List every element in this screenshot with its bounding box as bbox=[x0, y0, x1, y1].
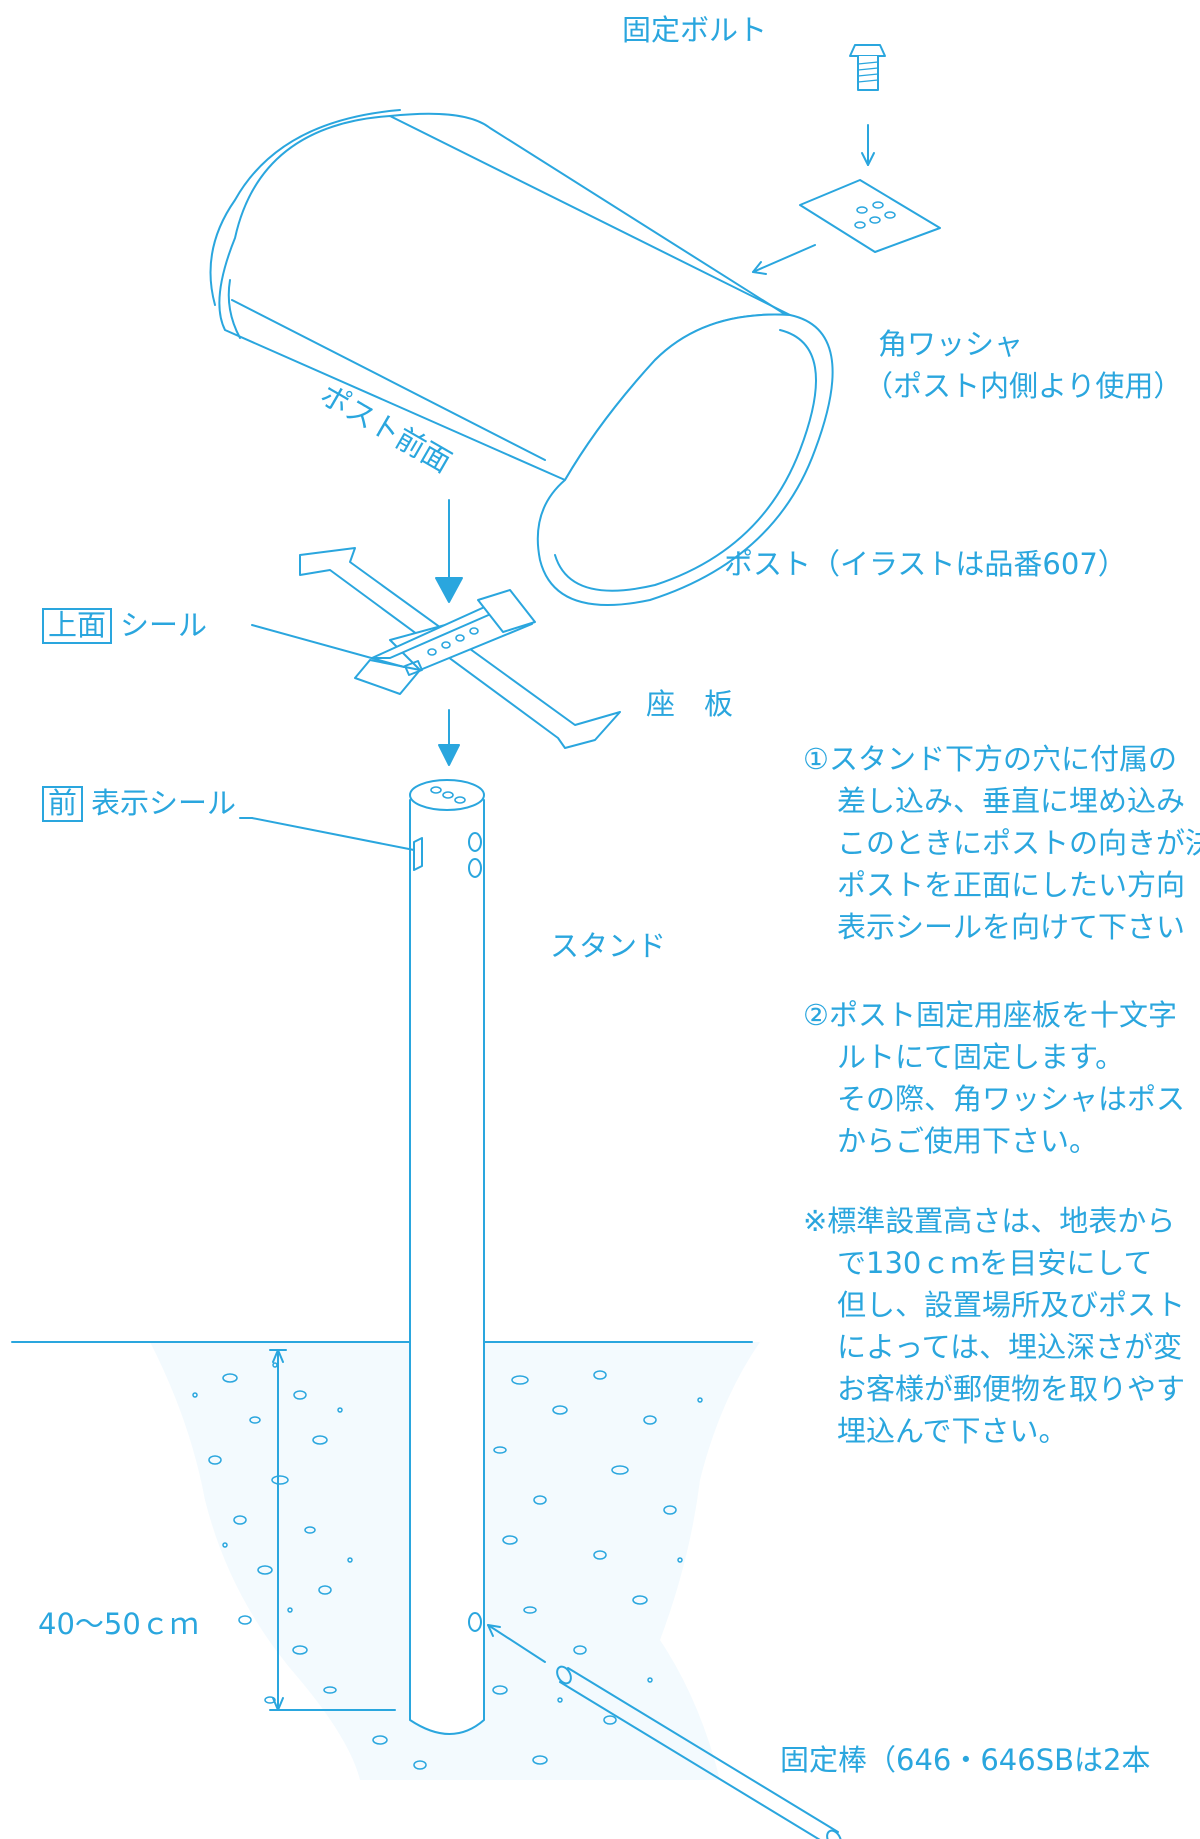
depth-label: 40〜50ｃｍ bbox=[38, 1607, 199, 1641]
note-line: ※標準設置高さは、地表から bbox=[803, 1204, 1176, 1238]
indicator-seal-text: 表示シール bbox=[91, 786, 237, 820]
post-caption: ポスト（イラストは品番607） bbox=[724, 547, 1127, 581]
rod-arrow bbox=[487, 1624, 546, 1663]
step2-line: からご使用下さい。 bbox=[837, 1124, 1099, 1158]
note-line: によっては、埋込深さが変 bbox=[837, 1330, 1183, 1364]
front-indicator-label: 前表示シール bbox=[42, 786, 236, 822]
top-seal-label: 上面シール bbox=[42, 608, 207, 644]
top-box: 上面 bbox=[42, 608, 113, 644]
fixing-rod bbox=[559, 1667, 839, 1839]
stand-hole bbox=[468, 832, 482, 852]
instruction-step-2: ②ポスト固定用座板を十文字 ルトにて固定します。 その際、角ワッシャはポス から… bbox=[803, 994, 1185, 1162]
top-seal-sticker bbox=[404, 660, 423, 676]
washer-to-post-arrow bbox=[752, 244, 816, 273]
step1-line: ポストを正面にしたい方向 bbox=[837, 868, 1186, 902]
stand-label: スタンド bbox=[550, 929, 667, 963]
fixing-bolt bbox=[849, 44, 886, 91]
seal-leader bbox=[251, 624, 405, 668]
front-indicator-sticker bbox=[413, 837, 423, 871]
square-washer bbox=[799, 179, 941, 253]
note-line: お客様が郵便物を取りやす bbox=[837, 1372, 1186, 1406]
stand-hole bbox=[468, 858, 482, 878]
stand-pole bbox=[409, 799, 485, 1735]
step1-line: 差し込み、垂直に埋め込み bbox=[837, 784, 1186, 818]
stand-top bbox=[409, 779, 485, 811]
step2-line: ルトにて固定します。 bbox=[837, 1040, 1125, 1074]
base-plate-label: 座 板 bbox=[646, 687, 734, 721]
step2-line: その際、角ワッシャはポス bbox=[837, 1082, 1186, 1116]
note-line: 但し、設置場所及びポスト bbox=[837, 1288, 1186, 1322]
gravel bbox=[192, 1362, 703, 1770]
post-end-cap bbox=[536, 313, 834, 606]
instruction-step-1: ①スタンド下方の穴に付属の 差し込み、垂直に埋め込み このときにポストの向きが決… bbox=[803, 738, 1200, 948]
note-line: で130ｃｍを目安にして bbox=[837, 1246, 1153, 1280]
fixing-rod-label: 固定棒（646・646SBは2本 bbox=[780, 1743, 1151, 1777]
step2-line: ②ポスト固定用座板を十文字 bbox=[803, 998, 1177, 1032]
square-washer-label: 角ワッシャ bbox=[878, 327, 1024, 361]
step1-line: ①スタンド下方の穴に付属の bbox=[803, 742, 1177, 776]
note-line: 埋込んで下さい。 bbox=[837, 1414, 1068, 1448]
installation-note: ※標準設置高さは、地表から で130ｃｍを目安にして 但し、設置場所及びポスト … bbox=[803, 1200, 1185, 1452]
front-box: 前 bbox=[42, 786, 84, 822]
base-plate-holes bbox=[427, 627, 479, 656]
step1-line: 表示シールを向けて下さい bbox=[837, 910, 1186, 944]
seal-text: シール bbox=[120, 608, 208, 642]
step1-line: このときにポストの向きが決 bbox=[837, 826, 1200, 860]
stand-top-holes bbox=[430, 786, 466, 804]
square-washer-note: （ポスト内側より使用） bbox=[864, 369, 1183, 403]
rod-hole bbox=[468, 1612, 482, 1632]
fixing-bolt-label: 固定ボルト bbox=[622, 13, 768, 47]
